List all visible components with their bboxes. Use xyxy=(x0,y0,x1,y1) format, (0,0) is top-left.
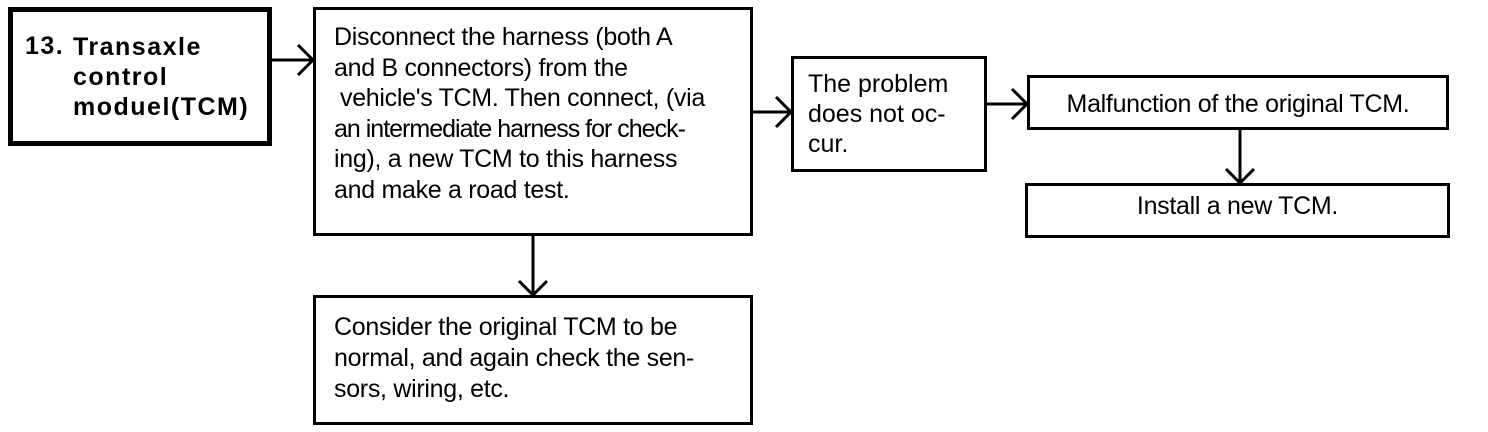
action-text: Disconnect the harness (both A and B con… xyxy=(334,22,744,205)
step-title-line: moduel(TCM) xyxy=(73,93,250,121)
result-ok-line: does not oc- xyxy=(808,100,946,128)
result-normal-text: Consider the original TCM to be normal, … xyxy=(334,312,694,405)
action-line: and B connectors) from the xyxy=(334,53,628,82)
step-title-line: Transaxle xyxy=(73,33,202,61)
result-ok-box: The problem does not oc- cur. xyxy=(791,56,987,172)
result-ok-line: The problem xyxy=(808,70,949,98)
remedy-box: Install a new TCM. xyxy=(1025,183,1450,238)
action-line: an intermediate harness for check- xyxy=(334,114,686,143)
remedy-text: Install a new TCM. xyxy=(1136,192,1339,220)
action-box: Disconnect the harness (both A and B con… xyxy=(313,7,753,236)
action-line: vehicle's TCM. Then connect, (via xyxy=(340,84,705,112)
action-line: ing), a new TCM to this harness xyxy=(334,145,678,173)
diagnosis-box: Malfunction of the original TCM. xyxy=(1027,75,1449,130)
action-line: Disconnect the harness (both A xyxy=(334,23,673,51)
result-ok-line: cur. xyxy=(808,130,849,158)
result-ok-text: The problem does not oc- cur. xyxy=(808,69,948,159)
result-normal-line: Consider the original TCM to be xyxy=(334,313,678,341)
step-title: Transaxle control moduel(TCM) xyxy=(73,32,249,122)
step-box: 13. Transaxle control moduel(TCM) xyxy=(8,7,272,146)
step-number: 13. xyxy=(25,32,65,60)
result-normal-box: Consider the original TCM to be normal, … xyxy=(313,295,753,425)
step-title-line: control xyxy=(73,63,169,91)
result-normal-line: normal, and again check the sen- xyxy=(334,344,695,372)
action-line: and make a road test. xyxy=(334,175,570,204)
diagnosis-text: Malfunction of the original TCM. xyxy=(1066,90,1410,118)
result-normal-line: sors, wiring, etc. xyxy=(334,375,510,403)
